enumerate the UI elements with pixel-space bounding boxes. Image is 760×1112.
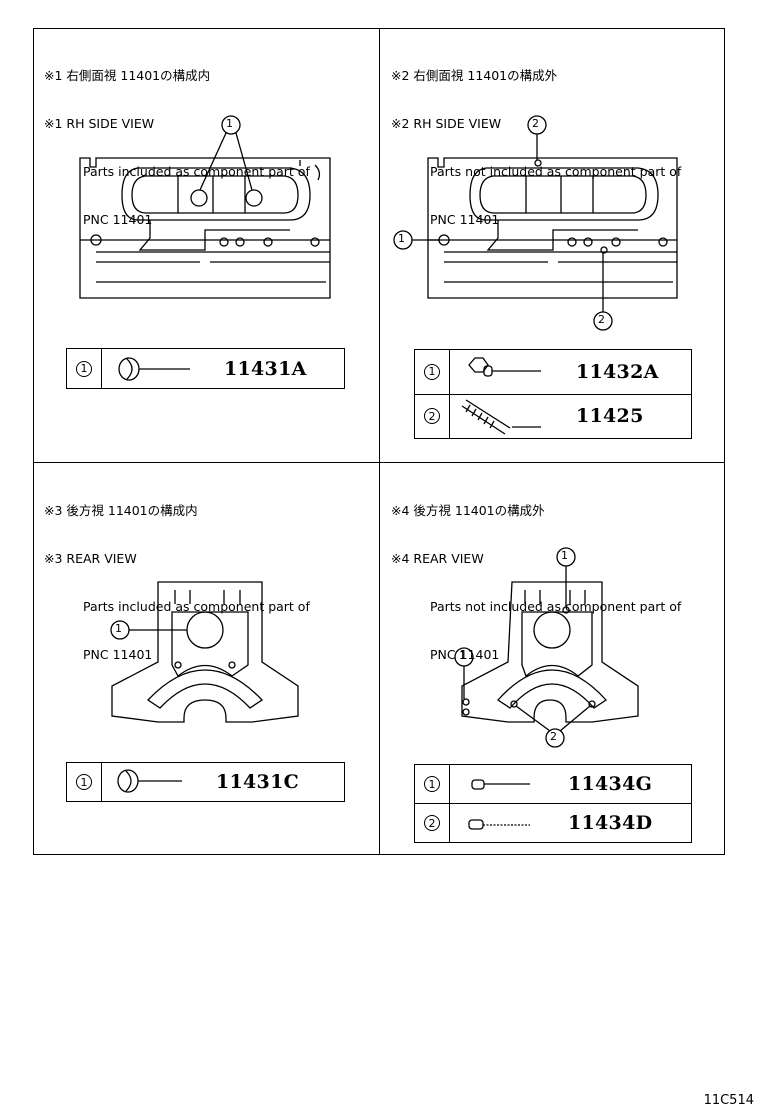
callout-1-label: 1	[226, 117, 233, 130]
callout-2-label: 2	[598, 313, 605, 326]
panel-1-header: ※1 右側面視 11401の構成内 ※1 RH SIDE VIEW Parts …	[44, 36, 310, 244]
engine-block-rear-view-3	[111, 581, 299, 723]
parts-table-panel-4: 1 11434G 2 11434D	[414, 764, 692, 843]
part-number[interactable]: 11425	[576, 405, 644, 428]
callout-1-label: 1	[398, 232, 405, 245]
panel-3-title-en: ※3 REAR VIEW	[44, 551, 137, 566]
item-index: 2	[424, 408, 440, 425]
plug-icon-11434G	[471, 779, 530, 790]
cup-plug-icon-11431C	[117, 769, 182, 793]
stud-bolt-icon-11425	[461, 399, 541, 435]
panel-4-title-jp: ※4 後方視 11401の構成外	[391, 503, 545, 518]
panel-3-header: ※3 後方視 11401の構成内 ※3 REAR VIEW Parts incl…	[44, 471, 310, 679]
horizontal-divider	[33, 462, 725, 463]
callout-2-label: 2	[550, 730, 557, 743]
part-number[interactable]: 11432A	[576, 360, 659, 383]
panel-4-note: Parts not included as component part of	[430, 599, 682, 614]
bolt-icon-11432A	[468, 357, 541, 377]
vertical-divider	[379, 28, 380, 855]
item-index: 2	[424, 815, 440, 831]
item-index: 1	[424, 776, 440, 792]
part-number[interactable]: 11431C	[216, 771, 300, 793]
parts-row: 1 11434G	[415, 765, 691, 803]
callout-1-panel-1	[199, 115, 253, 191]
callout-1-left-panel-4	[454, 647, 474, 699]
plug-icon-11434D	[468, 819, 530, 830]
cup-plug-icon-11431A	[118, 357, 190, 381]
callout-2-top-panel-2	[527, 115, 547, 160]
item-index: 1	[424, 363, 440, 380]
engine-block-side-view-2	[427, 157, 678, 299]
engine-block-rear-view-4	[461, 581, 639, 723]
illustration-code: 11C514	[703, 1093, 754, 1108]
callout-1-label: 1	[561, 549, 568, 562]
parts-table-panel-1: 1 11431A	[66, 348, 345, 389]
parts-table-panel-3: 1 11431C	[66, 762, 345, 802]
engine-block-side-view-1	[79, 157, 331, 299]
part-number[interactable]: 11434D	[568, 812, 653, 834]
callout-1-panel-2	[393, 230, 440, 250]
parts-row: 1 11431C	[67, 763, 344, 801]
parts-row: 2 11425	[415, 393, 691, 438]
part-number[interactable]: 11431A	[224, 357, 307, 380]
panel-3-pnc: PNC 11401	[83, 647, 153, 662]
panel-2-title-jp: ※2 右側面視 11401の構成外	[391, 68, 558, 83]
callout-2-panel-4	[515, 705, 591, 748]
panel-2-pnc: PNC 11401	[430, 212, 500, 227]
panel-2-title-en: ※2 RH SIDE VIEW	[391, 116, 502, 131]
part-number[interactable]: 11434G	[568, 773, 653, 795]
callout-1-top-panel-4	[556, 547, 576, 607]
callout-2-bottom-panel-2	[593, 253, 613, 331]
callout-1-panel-3	[110, 620, 187, 640]
panel-4-header: ※4 後方視 11401の構成外 ※4 REAR VIEW Parts not …	[391, 471, 681, 679]
panel-4-title-en: ※4 REAR VIEW	[391, 551, 484, 566]
parts-row: 2 11434D	[415, 803, 691, 842]
parts-table-panel-2: 1 11432A 2 11425	[414, 349, 692, 439]
callout-1-label: 1	[115, 622, 122, 635]
callout-1-label: 1	[459, 649, 466, 662]
item-index: 1	[76, 774, 92, 790]
parts-row: 1 11432A	[415, 350, 691, 394]
callout-2-label: 2	[532, 117, 539, 130]
panel-4-pnc: PNC 11401	[430, 647, 500, 662]
parts-row: 1 11431A	[67, 349, 344, 388]
item-index: 1	[76, 360, 92, 377]
panel-1-title-jp: ※1 右側面視 11401の構成内	[44, 68, 211, 83]
panel-3-title-jp: ※3 後方視 11401の構成内	[44, 503, 198, 518]
panel-1-title-en: ※1 RH SIDE VIEW	[44, 116, 155, 131]
